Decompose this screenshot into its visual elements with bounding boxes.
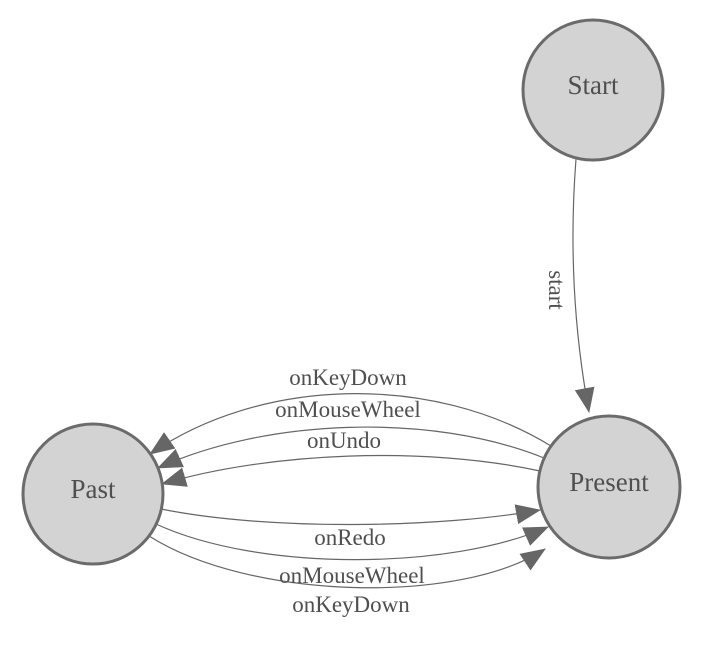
state-node-present-label: Present: [569, 467, 649, 497]
state-node-past-circle[interactable]: [21, 422, 165, 566]
edge-past-to-present-onkeydown: [148, 535, 546, 589]
state-node-present[interactable]: Present: [536, 414, 682, 560]
edge-past-to-present-onmousewheel: [155, 523, 549, 561]
edge-label-onkeydown-top: onKeyDown: [289, 365, 407, 390]
state-node-past[interactable]: Past: [21, 422, 165, 566]
edge-label-onmousewheel-bottom: onMouseWheel: [279, 563, 425, 588]
state-node-start-circle[interactable]: [521, 18, 665, 162]
edge-past-to-present-onredo: [160, 504, 541, 526]
edge-label-onundo: onUndo: [307, 428, 381, 453]
state-node-start[interactable]: Start: [521, 18, 665, 162]
edge-label-start: start: [544, 270, 569, 310]
state-node-present-circle[interactable]: [536, 414, 682, 560]
state-node-start-label: Start: [568, 70, 619, 100]
edge-label-layer: start onKeyDown onMouseWheel onUndo onRe…: [275, 270, 569, 617]
state-node-past-label: Past: [70, 474, 116, 504]
edge-label-onkeydown-bottom: onKeyDown: [292, 592, 410, 617]
edge-present-to-past-onundo: [161, 454, 541, 487]
edge-label-onredo: onRedo: [314, 525, 386, 550]
edge-present-to-past-onmousewheel: [157, 426, 545, 469]
edge-layer: [148, 158, 595, 589]
edge-start-to-present: [572, 158, 595, 413]
edge-label-onmousewheel-top: onMouseWheel: [275, 397, 421, 422]
node-layer: Start Present Past: [21, 18, 682, 566]
edge-present-to-past-onkeydown: [149, 393, 552, 455]
